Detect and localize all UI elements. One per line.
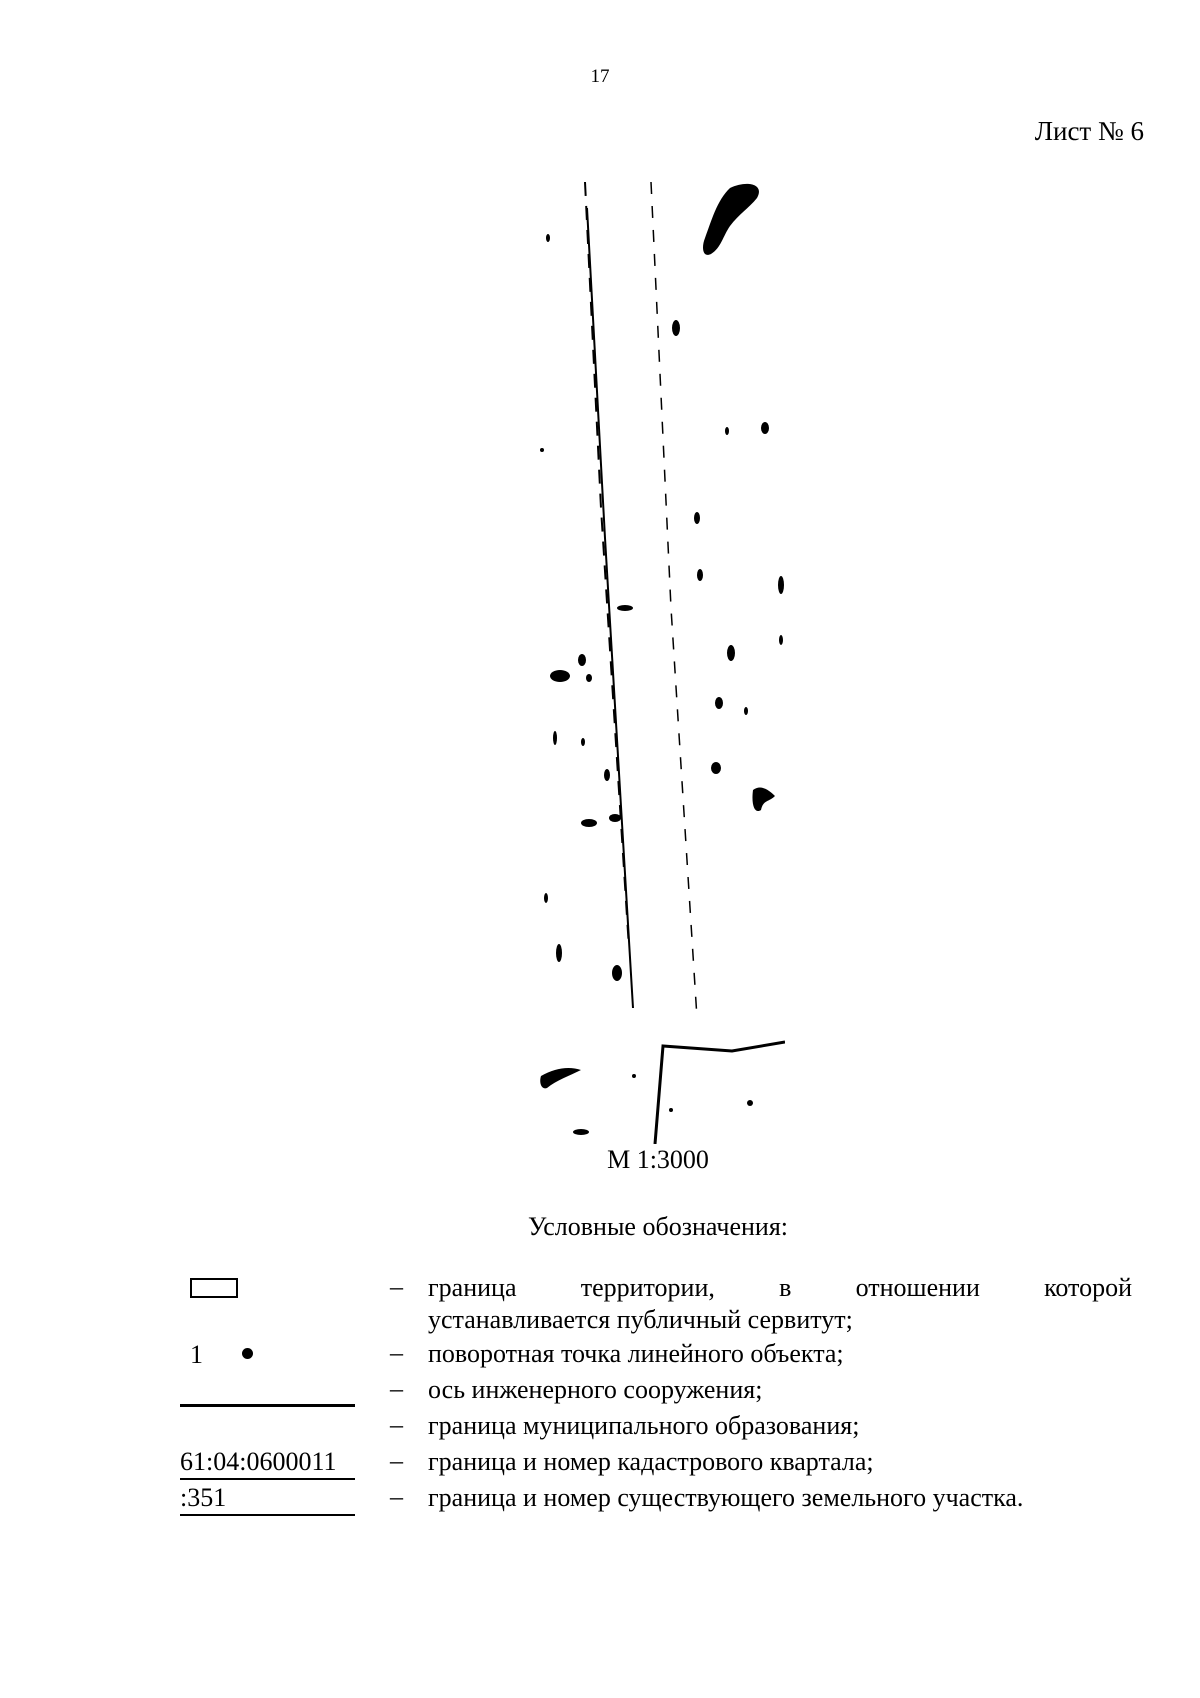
legend-symbol-point: 1 [180, 1338, 355, 1372]
land-plot-number: :351 [180, 1482, 355, 1516]
page-number: 17 [590, 66, 610, 87]
legend-dash: – [390, 1410, 403, 1439]
legend-description: граница и номер кадастрового квартала; [428, 1447, 874, 1476]
point-dot-icon [242, 1348, 253, 1359]
legend-description: поворотная точка линейного объекта; [428, 1339, 844, 1368]
map-drawing [540, 181, 785, 1144]
legend-dash: – [390, 1482, 403, 1511]
legend-row-cadastral-quarter: 61:04:0600011 – граница и номер кадастро… [180, 1446, 1132, 1480]
legend-title: Условные обозначения: [527, 1212, 789, 1241]
cadastral-quarter-number: 61:04:0600011 [180, 1446, 355, 1480]
legend-symbol-rectangle [180, 1272, 355, 1306]
legend-description: граница территории, в отношении которой [428, 1273, 1132, 1302]
dashed-boundary-right [650, 181, 698, 1019]
legend-dash: – [390, 1446, 403, 1475]
easement-boundary-symbol [190, 1278, 238, 1298]
legend-description: граница и номер существующего земельного… [428, 1483, 1024, 1512]
legend-row-turning-point: 1 – поворотная точка линейного объекта; [180, 1338, 1132, 1372]
legend-dash: – [390, 1272, 403, 1301]
legend-row-municipal-boundary: – граница муниципального образования; [180, 1404, 1132, 1444]
map-scale: М 1:3000 [607, 1145, 709, 1174]
municipal-boundary-line [653, 1040, 785, 1144]
legend-description: граница муниципального образования; [428, 1411, 860, 1440]
legend-row-engineering-axis: – ось инженерного сооружения; [180, 1374, 1132, 1408]
engineering-axis-line [586, 207, 634, 1009]
legend-dash: – [390, 1374, 403, 1403]
legend-symbol-empty [180, 1374, 355, 1408]
point-number: 1 [190, 1340, 203, 1369]
legend-symbol-cadastral: 61:04:0600011 [180, 1446, 355, 1480]
legend-dash: – [390, 1338, 403, 1367]
legend-description: ось инженерного сооружения; [428, 1375, 763, 1404]
legend-row-land-plot: :351 – граница и номер существующего зем… [180, 1482, 1132, 1516]
dashed-boundary-left [584, 181, 630, 949]
legend-symbol-line [180, 1404, 355, 1444]
vegetation-spots [540, 183, 784, 1135]
legend-description-cont: устанавливается публичный сервитут; [428, 1305, 853, 1334]
sheet-label: Лист № 6 [1034, 116, 1144, 146]
legend-symbol-land-plot: :351 [180, 1482, 355, 1516]
legend-row-easement-boundary: – граница территории, в отношении которо… [180, 1272, 1132, 1338]
municipal-boundary-symbol [180, 1404, 355, 1407]
